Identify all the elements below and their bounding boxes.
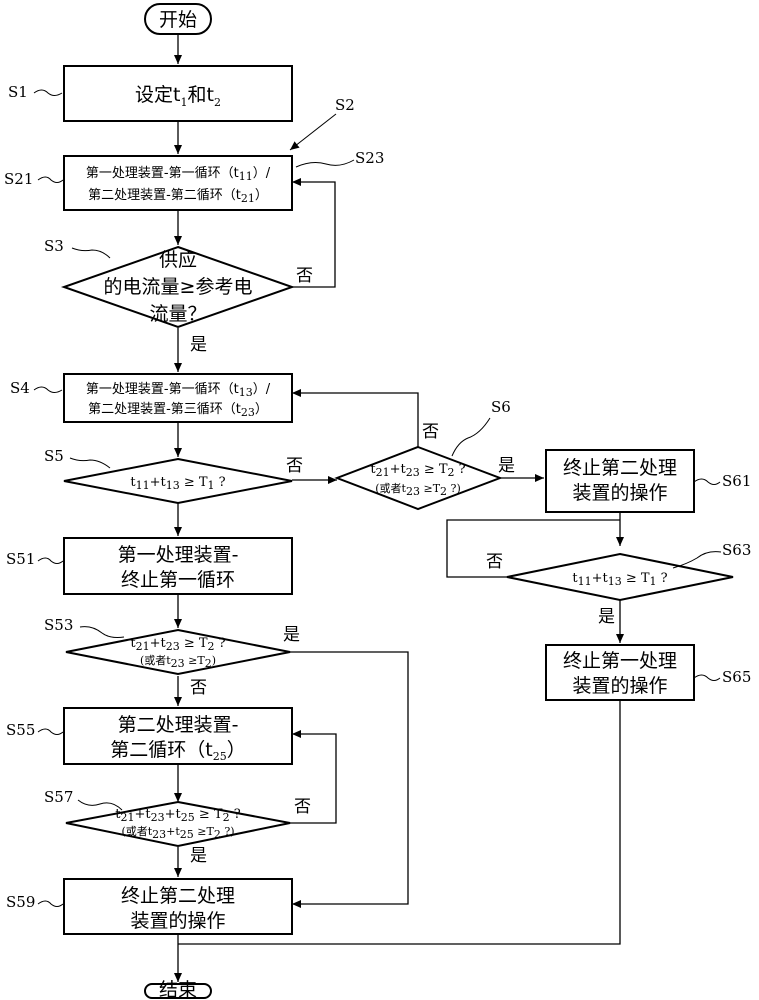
decision-s3-line1: 供应 [159, 249, 197, 271]
start-label: 开始 [159, 9, 197, 31]
decision-s53: t21+t23 ≥ T2 ? (或者t23 ≥T2) [66, 630, 290, 674]
ref-s63: S63 [722, 541, 751, 559]
decision-s6: t21+t23 ≥ T2 ? (或者t23 ≥T2 ?) [337, 447, 500, 509]
ref-s4: S4 [10, 379, 30, 397]
end-terminal: 结束 [145, 979, 211, 1000]
s3-yes-label: 是 [190, 335, 207, 355]
step-s55-line1: 第二处理装置- [118, 714, 239, 736]
step-s55: 第二处理装置- 第二循环（t25） [64, 708, 292, 764]
s57-yes-label: 是 [190, 846, 207, 866]
ref-s65: S65 [722, 668, 751, 686]
ref-s21: S21 [4, 170, 33, 188]
step-s1: 设定t1和t2 [64, 66, 292, 121]
ref-s59: S59 [6, 893, 35, 911]
decision-s3: 供应 的电流量≥参考电 流量？ [64, 247, 292, 327]
step-s61: 终止第二处理 装置的操作 [546, 450, 694, 512]
decision-s57: t21+t23+t25 ≥ T2 ? (或者t23+t25 ≥T2 ?) [66, 802, 290, 846]
step-s51-line1: 第一处理装置- [118, 544, 239, 566]
step-s65-line2: 装置的操作 [572, 675, 667, 697]
ref-s2: S2 [335, 96, 355, 114]
decision-s63: t11+t13 ≥ T1 ? [507, 554, 733, 600]
ref-s61: S61 [722, 472, 751, 490]
step-s61-line1: 终止第二处理 [563, 457, 677, 479]
step-s21: 第一处理装置-第一循环（t11）/ 第二处理装置-第二循环（t21） [64, 156, 292, 210]
s6-no-label: 否 [422, 422, 439, 442]
s63-no-label: 否 [486, 552, 503, 572]
step-s61-line2: 装置的操作 [572, 482, 667, 504]
s6-yes-label: 是 [498, 456, 515, 476]
ref-s5: S5 [44, 447, 64, 465]
end-label: 结束 [159, 979, 197, 1000]
svg-text:t21+t23+t25 ≥ T2 ?: t21+t23+t25 ≥ T2 ? [115, 807, 240, 824]
decision-s3-line2: 的电流量≥参考电 [104, 276, 253, 298]
step-s65: 终止第一处理 装置的操作 [546, 645, 694, 700]
step-s1-text: 设定t1和t2 [135, 84, 221, 109]
decision-s3-line3: 流量？ [149, 303, 206, 325]
step-s59-line2: 装置的操作 [130, 910, 225, 932]
ref-s3: S3 [44, 237, 64, 255]
step-s59-line1: 终止第二处理 [121, 885, 235, 907]
decision-s5: t11+t13 ≥ T1 ? [64, 459, 292, 503]
s3-no-label: 否 [296, 266, 313, 286]
ref-s23: S23 [355, 149, 384, 167]
s5-no-label: 否 [286, 456, 303, 476]
start-terminal: 开始 [145, 4, 211, 34]
ref-s6: S6 [491, 398, 511, 416]
s57-no-label: 否 [294, 797, 311, 817]
step-s51: 第一处理装置- 终止第一循环 [64, 538, 292, 594]
s53-no-label: 否 [190, 678, 207, 698]
ref-s57: S57 [44, 788, 73, 806]
ref-s53: S53 [44, 616, 73, 634]
step-s51-line2: 终止第一循环 [121, 569, 235, 591]
s63-yes-label: 是 [598, 607, 615, 627]
ref-s51: S51 [6, 550, 35, 568]
ref-s1: S1 [8, 83, 28, 101]
step-s4: 第一处理装置-第一循环（t13）/ 第二处理装置-第三循环（t23） [64, 374, 292, 422]
ref-s55: S55 [6, 721, 35, 739]
step-s59: 终止第二处理 装置的操作 [64, 879, 292, 934]
s53-yes-label: 是 [283, 625, 300, 645]
step-s65-line1: 终止第一处理 [563, 650, 677, 672]
